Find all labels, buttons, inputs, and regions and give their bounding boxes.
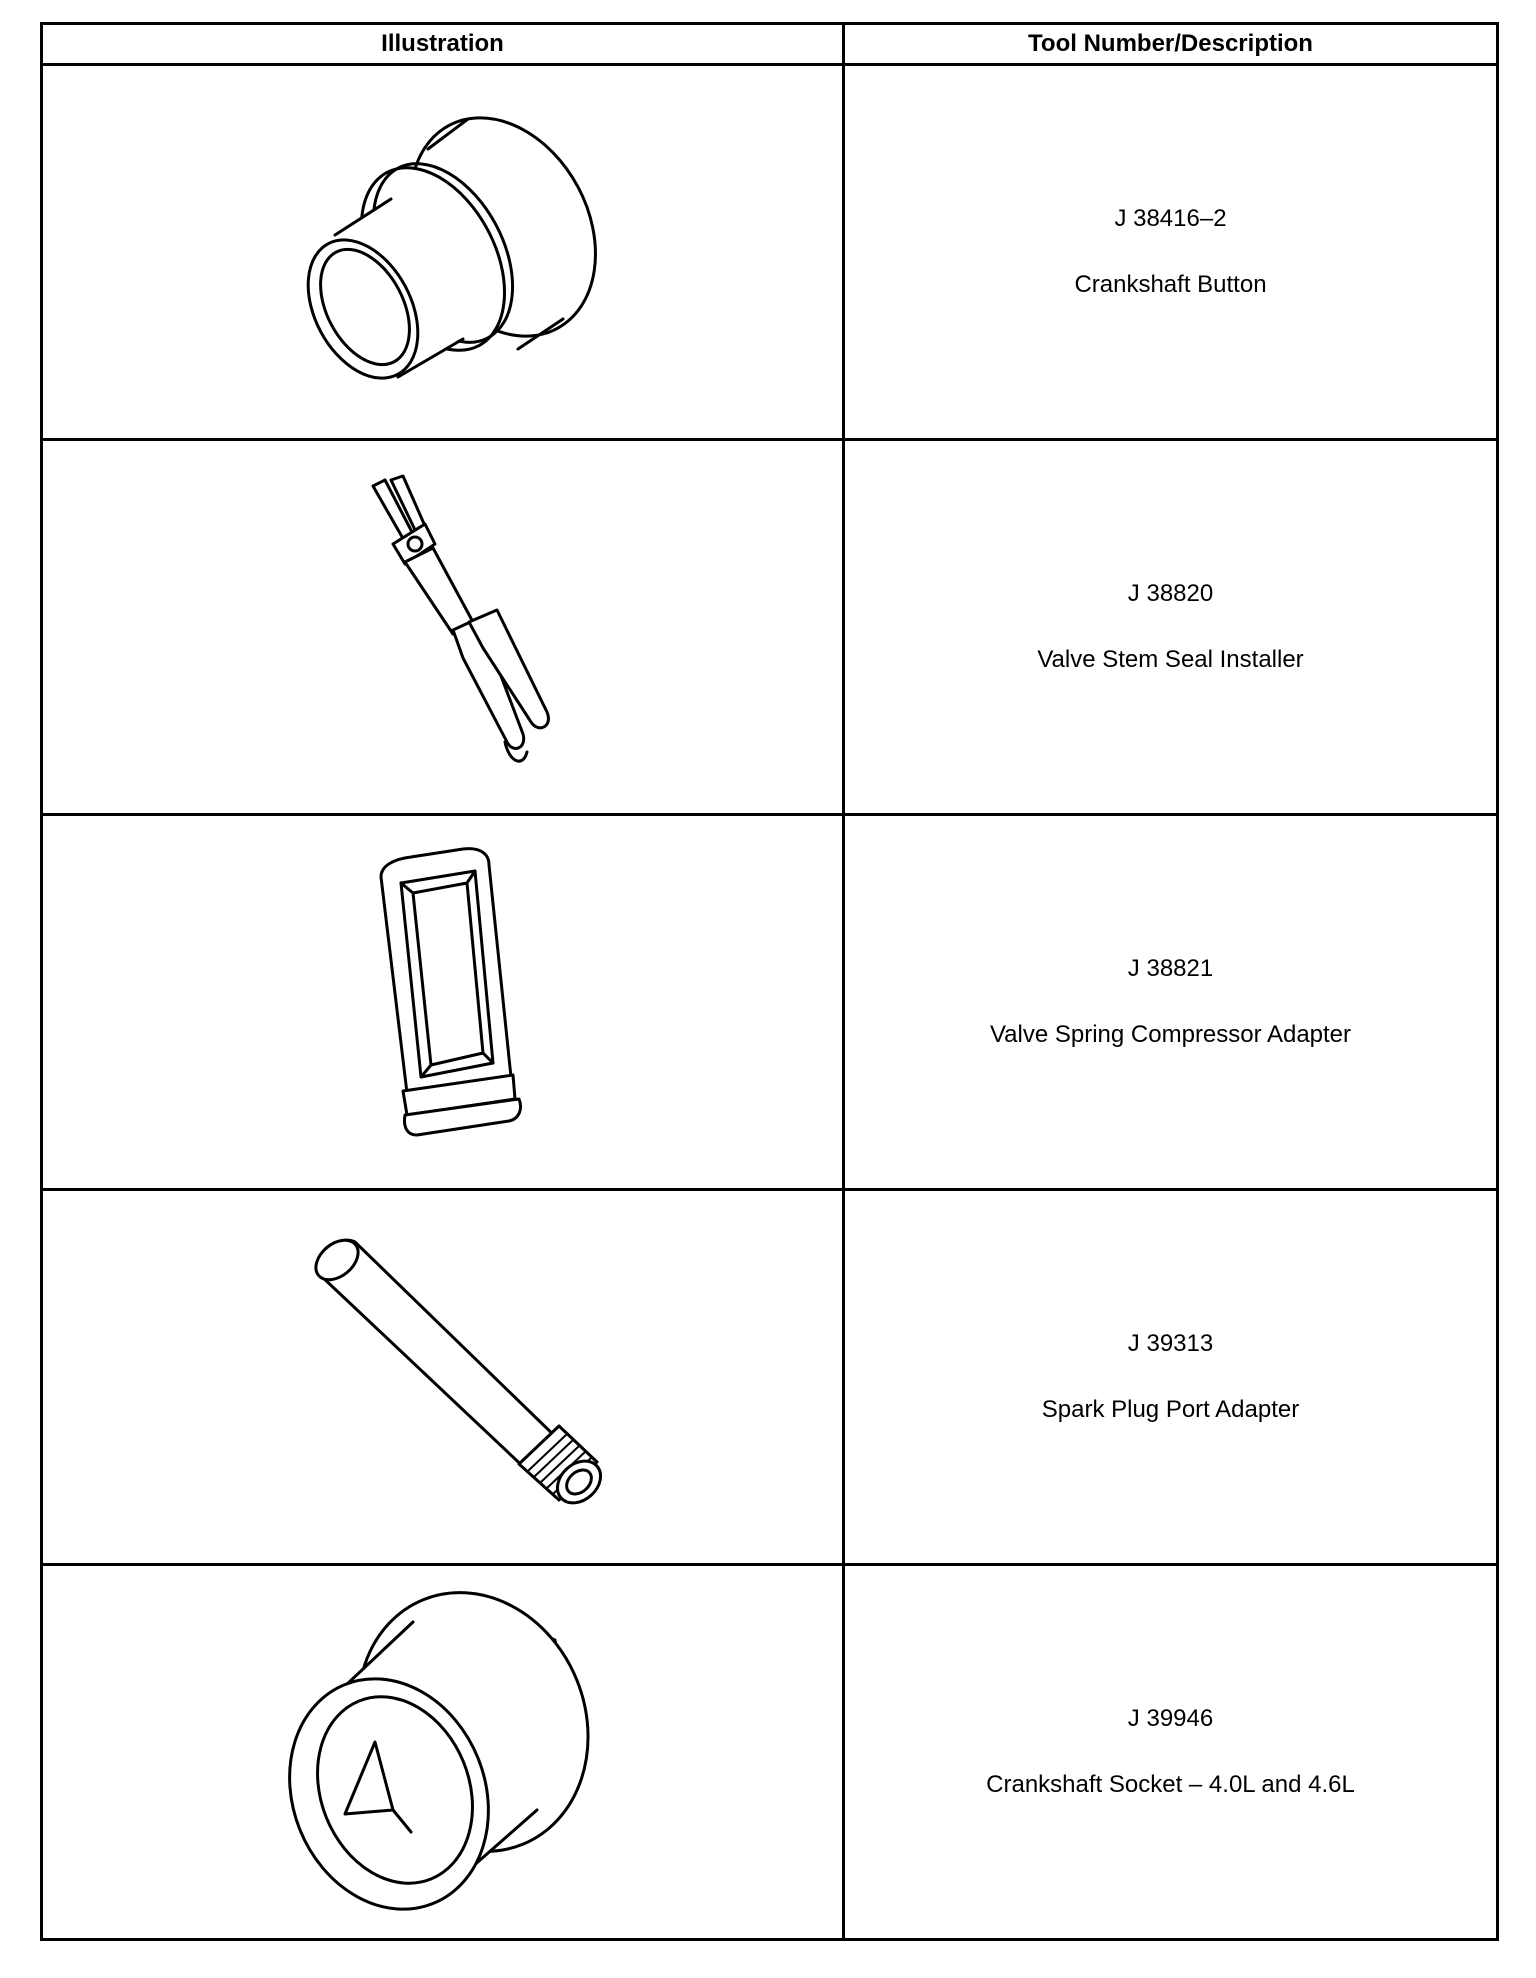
illustration-cell xyxy=(40,63,845,441)
table-row: J 39313 Spark Plug Port Adapter xyxy=(40,1188,1499,1566)
table-row: J 39946 Crankshaft Socket – 4.0L and 4.6… xyxy=(40,1563,1499,1941)
tool-description: Crankshaft Button xyxy=(1074,271,1267,298)
illustration-cell xyxy=(40,813,845,1191)
tool-info-cell: J 38820 Valve Stem Seal Installer xyxy=(842,438,1499,816)
illustration-column-header: Illustration xyxy=(40,22,845,66)
tool-info-cell: J 39946 Crankshaft Socket – 4.0L and 4.6… xyxy=(842,1563,1499,1941)
spark-plug-port-adapter-icon xyxy=(313,1238,602,1505)
valve-spring-compressor-adapter-icon xyxy=(379,847,522,1137)
tool-description: Spark Plug Port Adapter xyxy=(1041,1396,1300,1423)
tool-description: Valve Stem Seal Installer xyxy=(1037,646,1304,673)
valve-stem-seal-installer-icon xyxy=(371,474,550,763)
table-row: J 38416–2 Crankshaft Button xyxy=(40,63,1499,441)
illustration-cell xyxy=(40,1188,845,1566)
illustration-cell xyxy=(40,438,845,816)
crankshaft-button-icon xyxy=(306,116,597,380)
tool-info-cell: J 38416–2 Crankshaft Button xyxy=(842,63,1499,441)
tool-number: J 38821 xyxy=(1127,955,1214,982)
tool-info-cell: J 39313 Spark Plug Port Adapter xyxy=(842,1188,1499,1566)
tool-number: J 38820 xyxy=(1127,580,1214,607)
tool-number: J 39946 xyxy=(1127,1705,1214,1732)
tool-number: J 38416–2 xyxy=(1114,205,1227,232)
special-tools-table: Illustration Tool Number/Description xyxy=(40,22,1499,1941)
tool-description: Crankshaft Socket – 4.0L and 4.6L xyxy=(986,1771,1355,1798)
illustration-cell xyxy=(40,1563,845,1941)
table-header-row: Illustration Tool Number/Description xyxy=(40,22,1499,66)
tool-info-cell: J 38821 Valve Spring Compressor Adapter xyxy=(842,813,1499,1191)
table-row: J 38821 Valve Spring Compressor Adapter xyxy=(40,813,1499,1191)
table-row: J 38820 Valve Stem Seal Installer xyxy=(40,438,1499,816)
description-column-header: Tool Number/Description xyxy=(842,22,1499,66)
crankshaft-socket-icon xyxy=(287,1591,590,1911)
tool-number: J 39313 xyxy=(1127,1330,1214,1357)
tool-description: Valve Spring Compressor Adapter xyxy=(989,1021,1352,1048)
